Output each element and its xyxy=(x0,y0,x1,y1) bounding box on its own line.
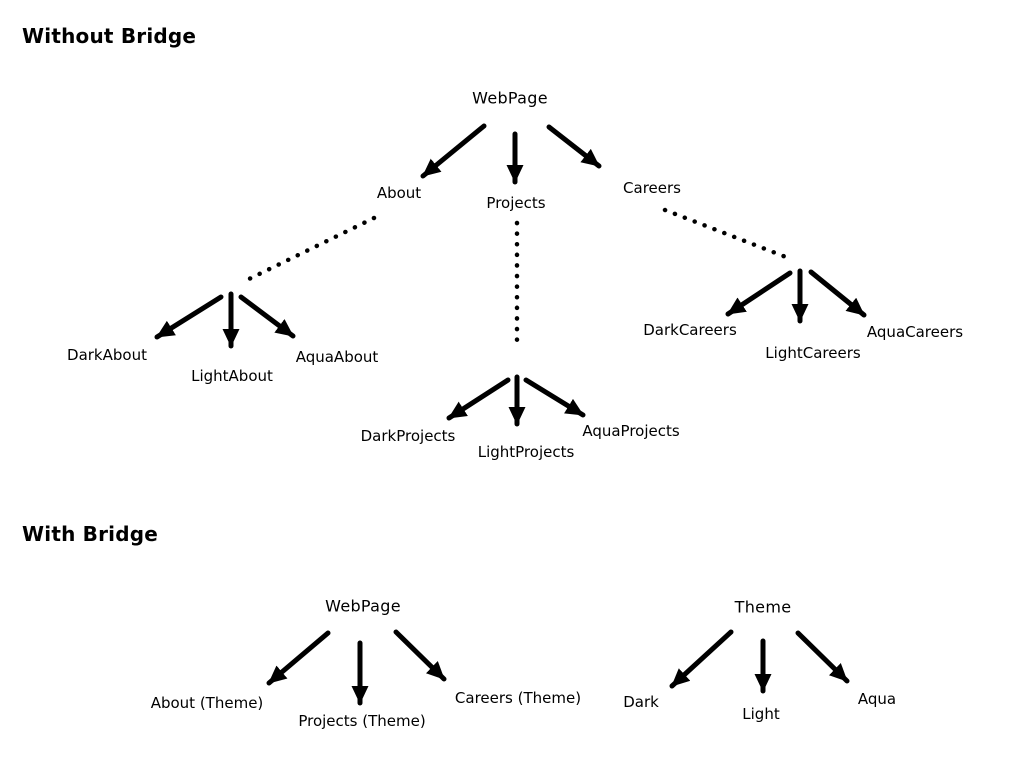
node-careers-theme: Careers (Theme) xyxy=(454,689,582,707)
edge-careers-darkcareers xyxy=(725,270,793,317)
node-darkabout: DarkAbout xyxy=(67,346,147,364)
node-careers: Careers xyxy=(623,179,681,197)
edge-theme-dark xyxy=(669,629,734,689)
section-title-without-bridge: Without Bridge xyxy=(22,24,197,48)
node-aquaabout: AquaAbout xyxy=(295,348,379,366)
node-lightabout: LightAbout xyxy=(191,367,273,385)
dotted-link-about-variants xyxy=(244,215,377,283)
dotted-link-careers-variants xyxy=(662,207,794,262)
node-aquaprojects: AquaProjects xyxy=(582,422,680,440)
edge-webpage2-careerstheme xyxy=(393,629,447,682)
edge-about-darkabout xyxy=(154,294,224,340)
edge-theme-aqua xyxy=(795,630,850,684)
edge-about-aquaabout xyxy=(238,294,296,339)
node-webpage: WebPage xyxy=(472,88,548,108)
node-aqua: Aqua xyxy=(857,690,897,708)
edge-projects-aquaprojects xyxy=(523,377,586,418)
node-darkprojects: DarkProjects xyxy=(360,427,456,445)
node-light: Light xyxy=(742,705,780,723)
edge-webpage-about xyxy=(420,123,487,179)
node-aquacareers: AquaCareers xyxy=(866,323,964,341)
node-lightcareers: LightCareers xyxy=(765,344,861,362)
node-projects-theme: Projects (Theme) xyxy=(298,712,426,730)
node-darkcareers: DarkCareers xyxy=(643,321,737,339)
node-lightprojects: LightProjects xyxy=(477,443,575,461)
node-about-theme: About (Theme) xyxy=(150,694,264,712)
node-theme: Theme xyxy=(734,597,792,617)
node-about: About xyxy=(376,184,422,202)
node-dark: Dark xyxy=(623,693,659,711)
edge-careers-aquacareers xyxy=(808,269,867,318)
edge-webpage-careers xyxy=(546,124,602,169)
node-projects: Projects xyxy=(486,194,546,212)
edge-projects-darkprojects xyxy=(446,377,511,421)
node-webpage-bridge: WebPage xyxy=(325,596,401,616)
edge-webpage2-abouttheme xyxy=(266,630,331,686)
section-title-with-bridge: With Bridge xyxy=(22,522,159,546)
